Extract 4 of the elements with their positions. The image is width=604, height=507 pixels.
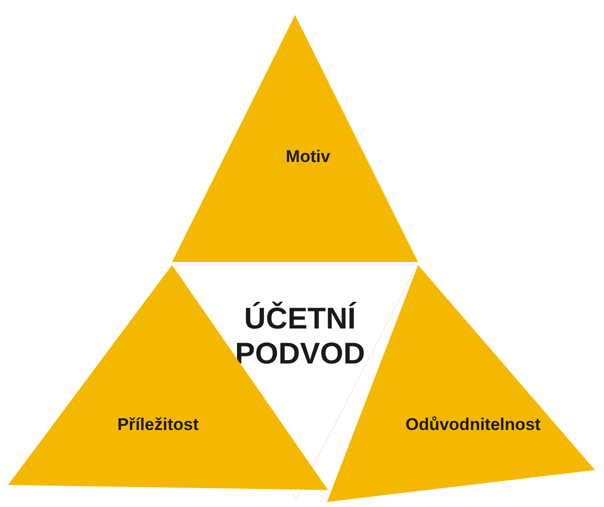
triangle-label: ÚČETNÍ PODVOD — [234, 302, 366, 372]
triangle-label: Odůvodnitelnost — [405, 415, 541, 435]
triangle-label: Motiv — [286, 147, 330, 167]
triangle-label: Příležitost — [117, 415, 199, 435]
